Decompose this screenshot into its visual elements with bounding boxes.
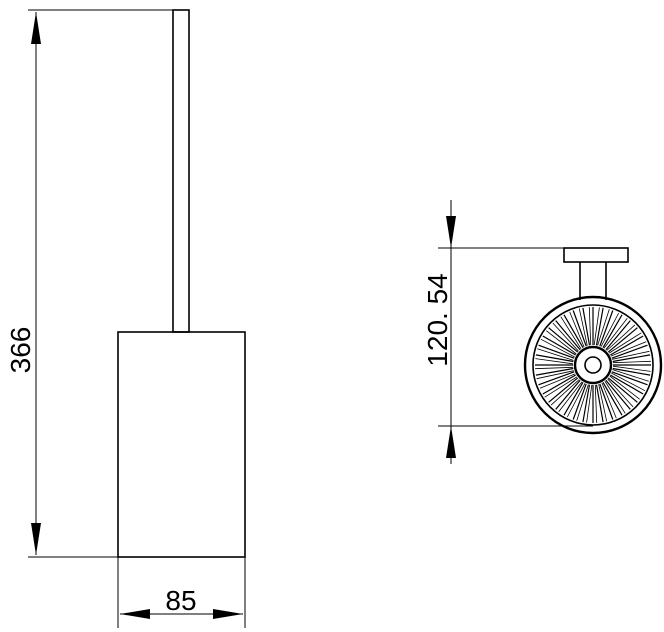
offset-label: 120. 54	[422, 273, 453, 366]
bristle-line	[537, 348, 574, 361]
bristle-line	[542, 335, 577, 356]
offset-arrow-top	[446, 216, 456, 248]
bristle-line	[609, 374, 644, 395]
bristle-line	[540, 338, 575, 358]
bristle-line	[598, 384, 608, 422]
bristle-line	[544, 376, 578, 398]
bristle-line	[555, 379, 581, 410]
bristle-line	[548, 377, 579, 403]
bristle-line	[572, 383, 587, 420]
bristle-line	[578, 308, 588, 346]
bristle-line	[582, 384, 591, 423]
wall-flange	[563, 247, 629, 263]
bristle-line	[535, 358, 574, 365]
bristle-line	[612, 354, 651, 363]
hub-inner	[584, 356, 602, 374]
bristle-line	[536, 370, 574, 380]
bristle-line	[535, 366, 574, 370]
bristle-line	[542, 374, 577, 395]
bristle-line	[612, 350, 650, 360]
bristle-line	[572, 310, 587, 347]
bristle-line	[605, 320, 631, 351]
bristle-line	[593, 307, 600, 346]
bristle-line	[611, 371, 648, 386]
bristle-line	[538, 344, 575, 359]
bristle-line	[560, 316, 582, 350]
height-arrow-bottom	[31, 523, 41, 555]
ring-inner	[532, 304, 654, 426]
bristle-line	[607, 377, 638, 403]
bristle-line	[612, 367, 651, 376]
brush-bristles	[535, 307, 651, 423]
bristle-line	[582, 307, 591, 346]
holder-body	[117, 331, 246, 558]
height-dimension: 366	[5, 9, 173, 558]
bristle-line	[569, 311, 585, 348]
bristle-line	[611, 372, 646, 392]
bristle-line	[602, 381, 623, 416]
bristle-line	[552, 322, 579, 352]
bristle-line	[599, 310, 614, 347]
bristle-line	[609, 335, 644, 356]
bristle-line	[594, 384, 598, 423]
bristle-line	[539, 373, 576, 389]
bristle-line	[609, 375, 640, 400]
bristle-line	[610, 341, 647, 357]
bristle-line	[608, 332, 642, 354]
front-view	[117, 9, 246, 558]
bristle-line	[548, 327, 579, 353]
bristle-line	[563, 381, 584, 416]
bristle-line	[597, 309, 610, 346]
bristle-line	[612, 365, 651, 372]
bristle-line	[611, 344, 648, 359]
width-dimension: 85	[117, 557, 246, 628]
ring-outer	[523, 295, 663, 435]
bristle-line	[535, 354, 574, 363]
bristle-line	[605, 379, 631, 410]
bristle-line	[595, 384, 604, 423]
offset-dimension: 120. 54	[422, 200, 593, 464]
bristle-line	[538, 371, 575, 386]
bristle-line	[606, 324, 636, 351]
brush-handle	[172, 9, 190, 333]
bristle-line	[555, 320, 581, 351]
width-label: 85	[165, 585, 196, 616]
bristle-line	[550, 379, 580, 406]
hub-outer	[573, 345, 613, 385]
bristle-line	[595, 307, 604, 346]
bristle-line	[563, 314, 584, 349]
height-label: 366	[5, 327, 36, 374]
height-arrow-top	[31, 12, 41, 44]
bristle-line	[601, 382, 617, 419]
bristle-line	[576, 384, 589, 421]
bristle-line	[588, 307, 592, 346]
side-view	[523, 247, 663, 435]
width-arrow-right	[213, 609, 243, 619]
bristle-line	[566, 383, 586, 418]
bristle-line	[535, 367, 574, 376]
bristle-line	[607, 327, 638, 353]
width-arrow-left	[120, 609, 150, 619]
bristle-line	[612, 360, 651, 364]
bristle-line	[546, 330, 577, 355]
bristle-line	[603, 318, 628, 349]
bristle-line	[599, 383, 614, 420]
offset-arrow-bottom	[446, 426, 456, 458]
bristle-line	[586, 384, 593, 423]
bristle-line	[602, 314, 623, 349]
bristle-line	[607, 378, 634, 408]
bristle-line	[604, 380, 626, 414]
bristle-line	[558, 381, 583, 412]
bristle-line	[600, 312, 620, 347]
bristle-line	[612, 369, 649, 382]
